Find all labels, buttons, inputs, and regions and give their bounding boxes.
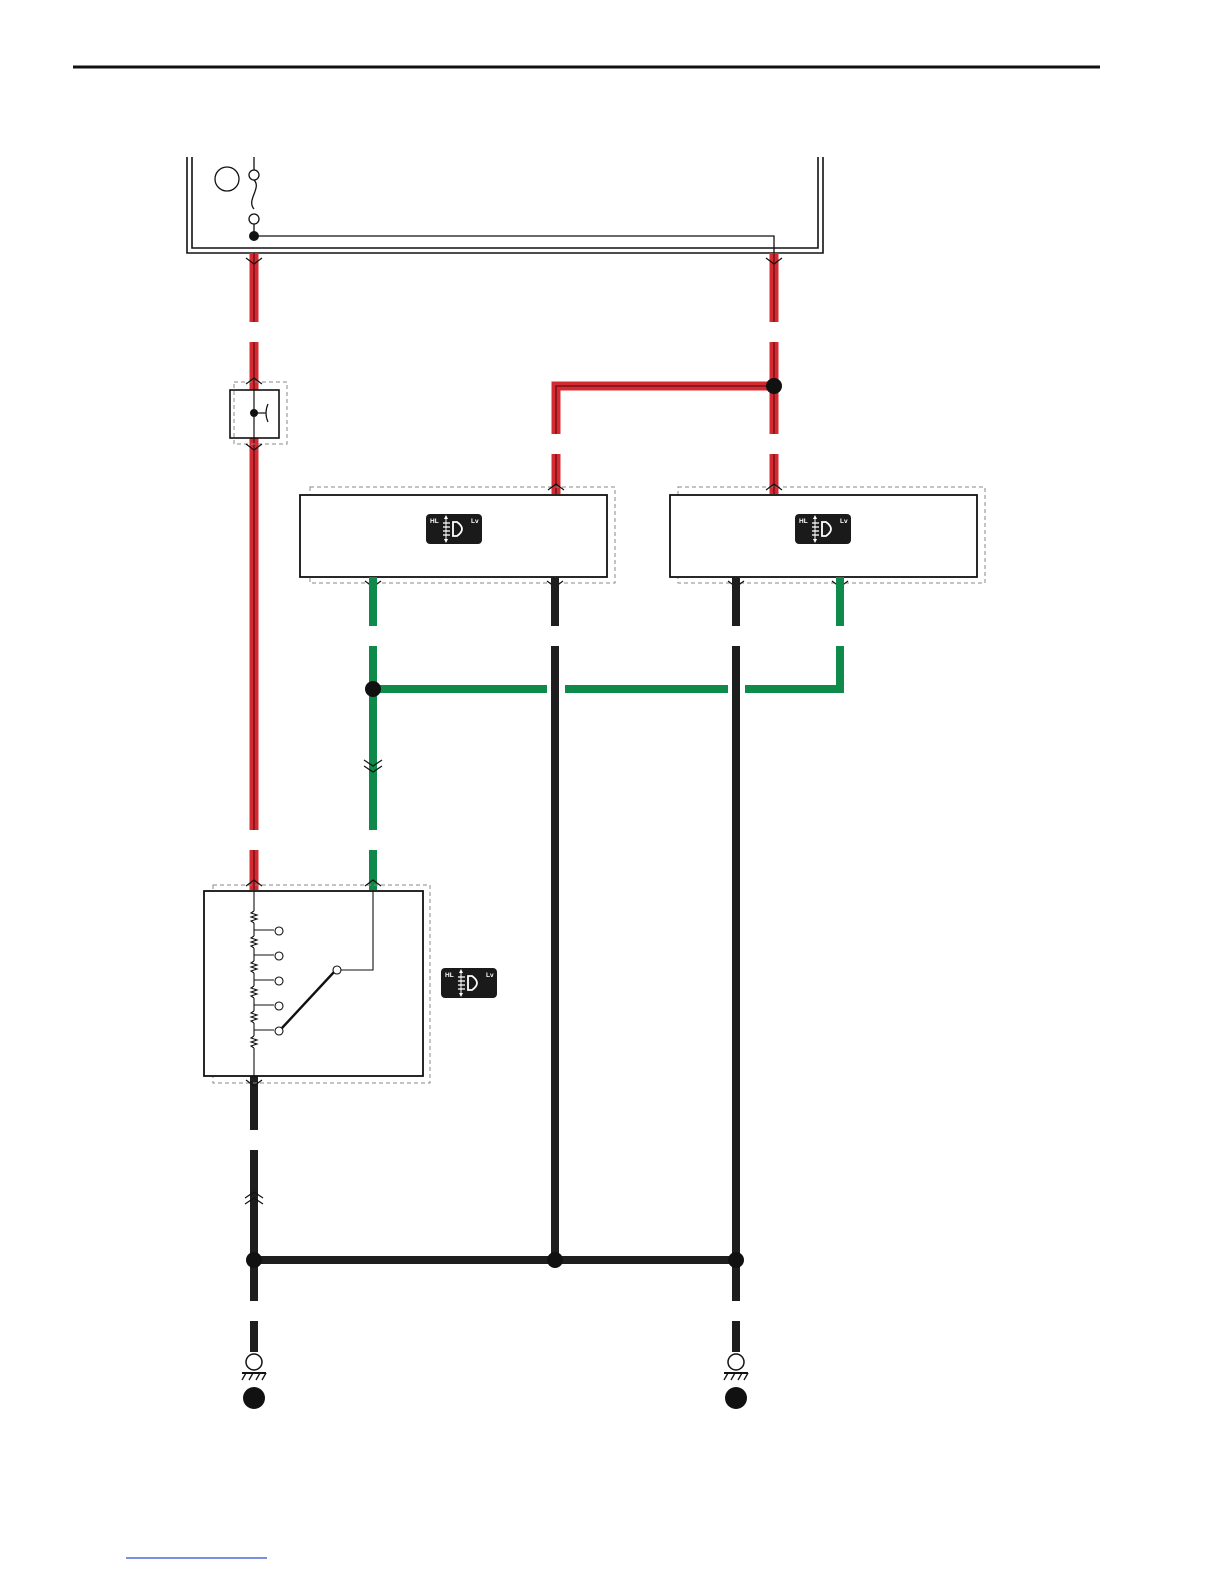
- headlamp-leveling-icon: [795, 514, 851, 544]
- right-headlamp-leveling-actuator: [670, 484, 985, 587]
- power-splice-dot: [766, 378, 782, 394]
- signal-splice-dot: [365, 681, 381, 697]
- fuse: [249, 157, 259, 236]
- fuse-relay-box: [187, 157, 823, 253]
- headlamp-leveling-icon: [441, 968, 497, 998]
- ground-point-right: [724, 1354, 748, 1409]
- headlamp-leveling-switch: [204, 880, 430, 1086]
- headlamp-leveling-icon: [426, 514, 482, 544]
- connector-marks-top: [246, 258, 782, 264]
- fuse-box-reference-circle: [215, 167, 239, 191]
- left-headlamp-leveling-actuator: [300, 484, 615, 587]
- ground-point-left: [242, 1354, 266, 1409]
- signal-wires: [373, 577, 840, 890]
- internal-bus-line: [254, 236, 774, 257]
